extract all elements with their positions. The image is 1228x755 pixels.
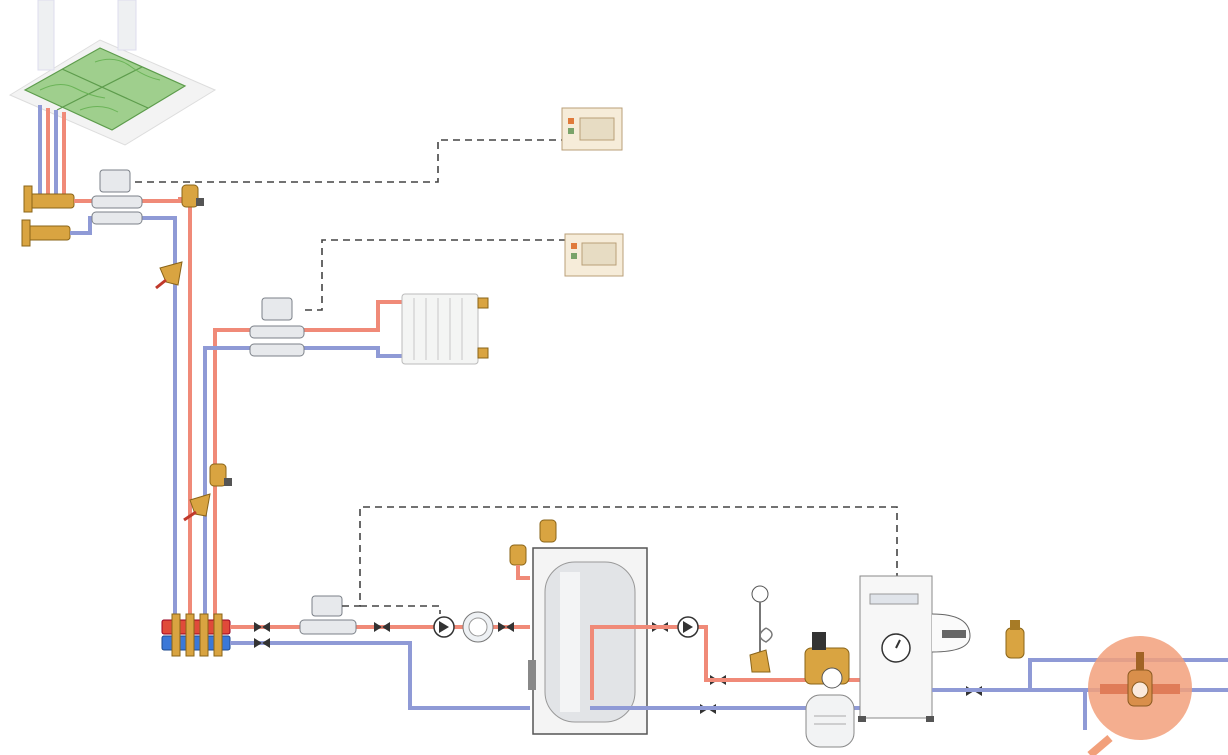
control-wire-2 [305, 239, 565, 311]
room-thermostat-1 [561, 107, 623, 151]
underfloor-heating-loop [8, 0, 217, 146]
radiator [401, 293, 489, 365]
valve-control-wire [360, 605, 441, 614]
pressure-gauge [749, 585, 773, 673]
safety-group [804, 632, 850, 689]
strainer [155, 261, 183, 290]
room-thermostat-2 [564, 233, 624, 277]
underfloor-manifold [21, 185, 75, 247]
control-wire-1 [135, 139, 562, 183]
flue [931, 613, 971, 653]
underfloor-risers [38, 105, 66, 200]
heat-meter [462, 611, 494, 643]
tank-air-vents [509, 519, 557, 580]
zone-valve-radiator [249, 297, 305, 357]
pressure-relief-valve [1005, 620, 1025, 659]
storage-tank [528, 547, 648, 735]
boiler-control-wire [342, 506, 898, 607]
mixing-valve-highlight [1087, 636, 1192, 755]
expansion-vessel [805, 694, 855, 748]
strainer-riser [183, 493, 211, 522]
air-vent-riser [209, 463, 232, 487]
circulation-pump [433, 616, 455, 638]
boiler [858, 575, 934, 722]
air-vent [181, 184, 204, 208]
circulation-pump-2 [677, 616, 699, 638]
distribution-manifold [161, 613, 231, 657]
motorized-valve [299, 595, 357, 635]
zone-valve-floor [91, 169, 143, 225]
